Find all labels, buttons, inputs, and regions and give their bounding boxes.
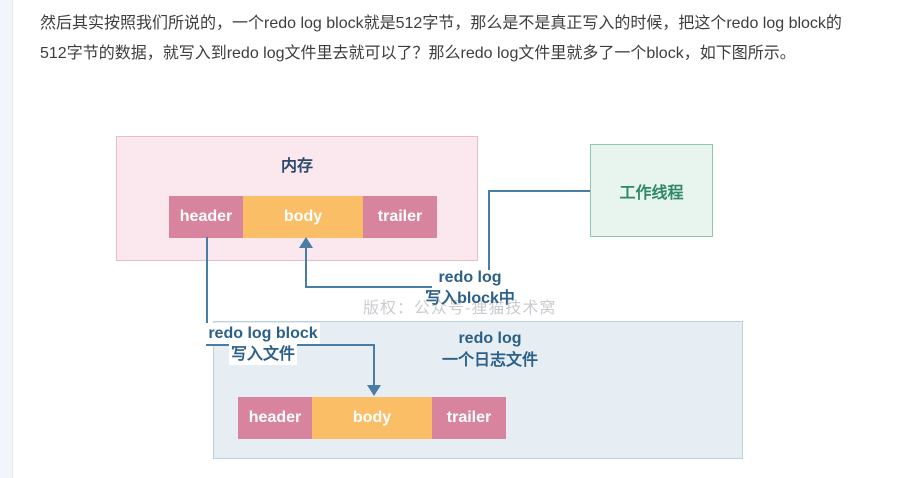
write-block-connector-vertical: [305, 246, 307, 288]
arrow-down-icon: [367, 385, 381, 396]
watermark: 版权：公众号-狸猫技术窝: [363, 300, 557, 317]
page-left-gutter: [0, 0, 13, 478]
write-block-connector-horizontal: [305, 286, 432, 288]
write-file-label-line-2: 写入文件: [228, 344, 297, 365]
file-box-title-line-2: 一个日志文件: [441, 352, 538, 369]
memory-header-block: header: [169, 196, 243, 238]
paragraph-line-1: 然后其实按照我们所说的，一个redo log block就是512字节，那么是不…: [40, 15, 842, 32]
paragraph-line-2: 512字节的数据，就写入到redo log文件里去就可以了？那么redo log…: [40, 45, 796, 62]
worker-thread-label: 工作线程: [619, 184, 684, 202]
worker-connector-line-horizontal: [489, 190, 590, 192]
write-file-label: redo log block 写入文件: [200, 323, 326, 365]
arrow-up-icon: [299, 237, 313, 248]
file-header-block: header: [238, 397, 312, 439]
write-file-connector-vertical: [373, 344, 375, 386]
file-body-block: body: [312, 397, 432, 439]
file-trailer-block: trailer: [432, 397, 506, 439]
memory-body-block: body: [243, 196, 363, 238]
paragraph-text: 然后其实按照我们所说的，一个redo log block就是512字节，那么是不…: [40, 9, 885, 69]
write-block-label: redo log 写入block中: [418, 267, 522, 309]
write-block-label-line-2: 写入block中: [425, 290, 515, 307]
memory-trailer-block: trailer: [363, 196, 437, 238]
file-box-title-line-1: redo log: [458, 330, 522, 347]
memory-box-title: 内存: [280, 158, 313, 175]
write-block-label-line-1: redo log: [438, 269, 502, 286]
file-box-title: redo log 一个日志文件: [425, 328, 555, 372]
worker-connector-line-vertical: [488, 190, 490, 270]
write-file-label-line-1: redo log block: [206, 323, 320, 344]
header-connector-vertical: [206, 237, 208, 346]
worker-thread-box: [590, 144, 713, 237]
